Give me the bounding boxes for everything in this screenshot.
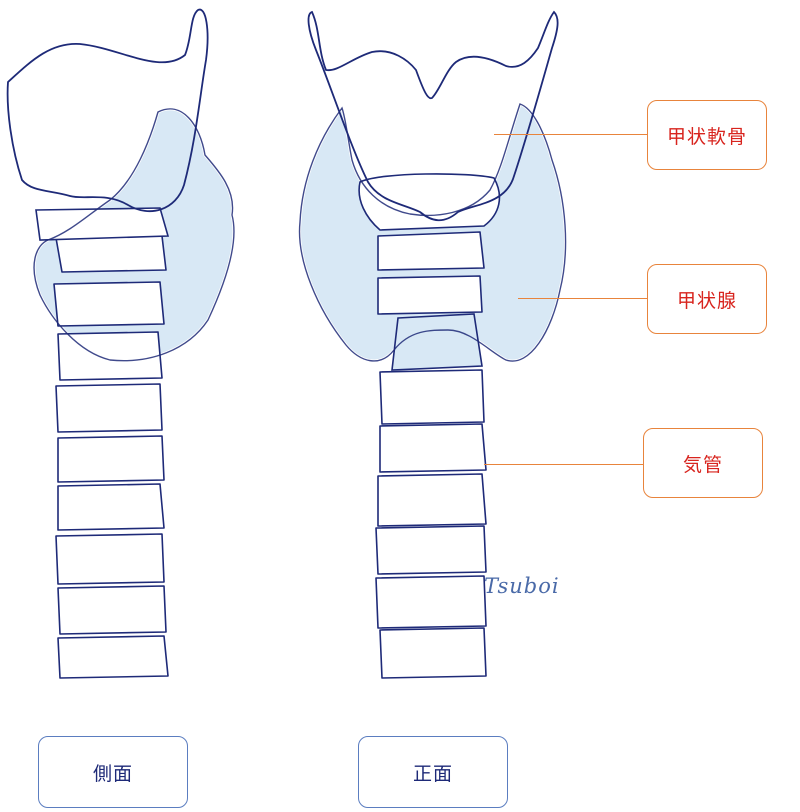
leader-trachea [484, 464, 644, 465]
front-view-illustration [298, 10, 567, 679]
front-cricoid-cartilage [358, 173, 501, 231]
label-thyroid-cartilage: 甲状軟骨 [647, 100, 767, 170]
side-thyroid-cartilage [6, 8, 209, 213]
leader-thyroid-gland [518, 298, 648, 299]
label-trachea-text: 気管 [682, 453, 723, 476]
side-view-illustration [6, 8, 236, 679]
label-thyroid-cartilage-text: 甲状軟骨 [666, 125, 747, 148]
label-thyroid-gland-text: 甲状腺 [676, 289, 737, 312]
front-view-label-text: 正面 [412, 762, 453, 785]
front-view-label: 正面 [358, 736, 508, 808]
leader-thyroid-cartilage [494, 134, 648, 135]
side-trachea-rings [53, 235, 169, 679]
label-trachea: 気管 [643, 428, 763, 498]
label-thyroid-gland: 甲状腺 [647, 264, 767, 334]
side-view-label: 側面 [38, 736, 188, 808]
front-thyroid-isthmus [391, 313, 483, 371]
front-thyroid-cartilage [307, 10, 559, 222]
artist-signature: Tsuboi [484, 574, 560, 598]
side-view-label-text: 側面 [92, 762, 133, 785]
side-cricoid-cartilage [35, 207, 170, 241]
front-trachea-rings [375, 231, 487, 679]
